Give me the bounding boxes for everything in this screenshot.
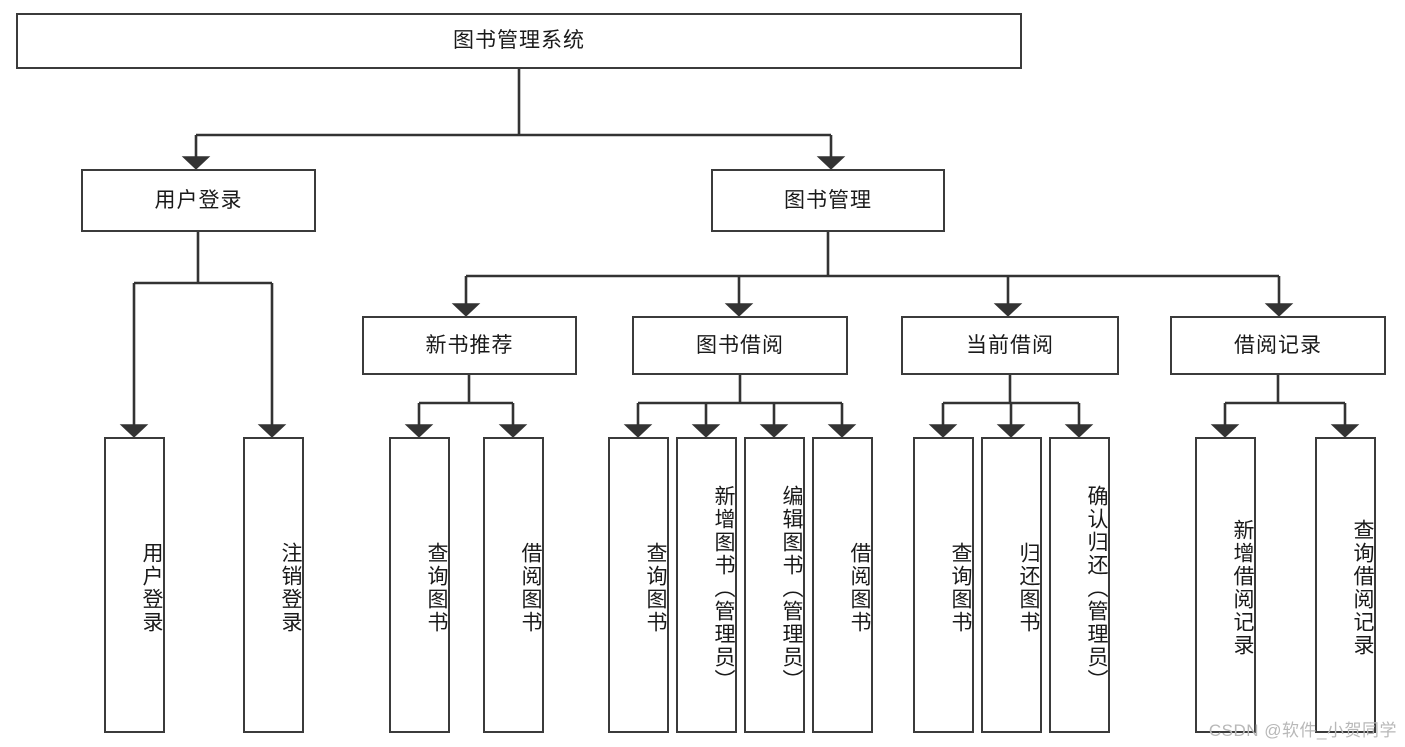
node-label: 查询图书 (425, 542, 448, 634)
leaf-query-book-current[interactable]: 查询图书 (913, 437, 974, 733)
leaf-query-borrow-record[interactable]: 查询借阅记录 (1315, 437, 1376, 733)
node-label: 图书管理 (784, 188, 872, 212)
leaf-query-book-borrow[interactable]: 查询图书 (608, 437, 669, 733)
leaf-confirm-return-admin[interactable]: 确认归还（管理员） (1049, 437, 1110, 733)
node-label: 新增图书（管理员） (712, 484, 735, 692)
leaf-borrow-book-recommend[interactable]: 借阅图书 (483, 437, 544, 733)
node-label: 当前借阅 (966, 333, 1054, 357)
node-label: 借阅图书 (848, 542, 871, 634)
node-label: 新书推荐 (425, 333, 514, 357)
watermark-text: CSDN @软件_小贺同学 (1208, 721, 1397, 740)
node-label: 借阅记录 (1234, 333, 1322, 357)
leaf-borrow-book[interactable]: 借阅图书 (812, 437, 873, 733)
leaf-user-login[interactable]: 用户登录 (104, 437, 165, 733)
node-label: 图书借阅 (696, 333, 784, 357)
node-label: 新增借阅记录 (1231, 519, 1254, 657)
node-label: 查询借阅记录 (1351, 519, 1374, 657)
node-label: 查询图书 (644, 542, 667, 634)
node-book-manage[interactable]: 图书管理 (711, 169, 945, 232)
node-current-borrow[interactable]: 当前借阅 (901, 316, 1119, 375)
node-label: 借阅图书 (519, 542, 542, 634)
node-book-borrow[interactable]: 图书借阅 (632, 316, 848, 375)
leaf-edit-book-admin[interactable]: 编辑图书（管理员） (744, 437, 805, 733)
leaf-add-book-admin[interactable]: 新增图书（管理员） (676, 437, 737, 733)
leaf-query-book-recommend[interactable]: 查询图书 (389, 437, 450, 733)
node-label: 确认归还（管理员） (1085, 484, 1108, 692)
node-label: 用户登录 (140, 542, 163, 634)
node-label: 图书管理系统 (453, 29, 585, 53)
node-user-login[interactable]: 用户登录 (81, 169, 316, 232)
node-label: 编辑图书（管理员） (780, 484, 803, 692)
leaf-user-logout[interactable]: 注销登录 (243, 437, 304, 733)
node-label: 查询图书 (949, 542, 972, 634)
node-label: 用户登录 (154, 188, 243, 212)
node-label: 注销登录 (279, 542, 302, 634)
node-borrow-record[interactable]: 借阅记录 (1170, 316, 1386, 375)
leaf-add-borrow-record[interactable]: 新增借阅记录 (1195, 437, 1256, 733)
node-label: 归还图书 (1017, 542, 1040, 634)
node-root[interactable]: 图书管理系统 (16, 13, 1022, 69)
leaf-return-book[interactable]: 归还图书 (981, 437, 1042, 733)
node-new-book-recommend[interactable]: 新书推荐 (362, 316, 577, 375)
